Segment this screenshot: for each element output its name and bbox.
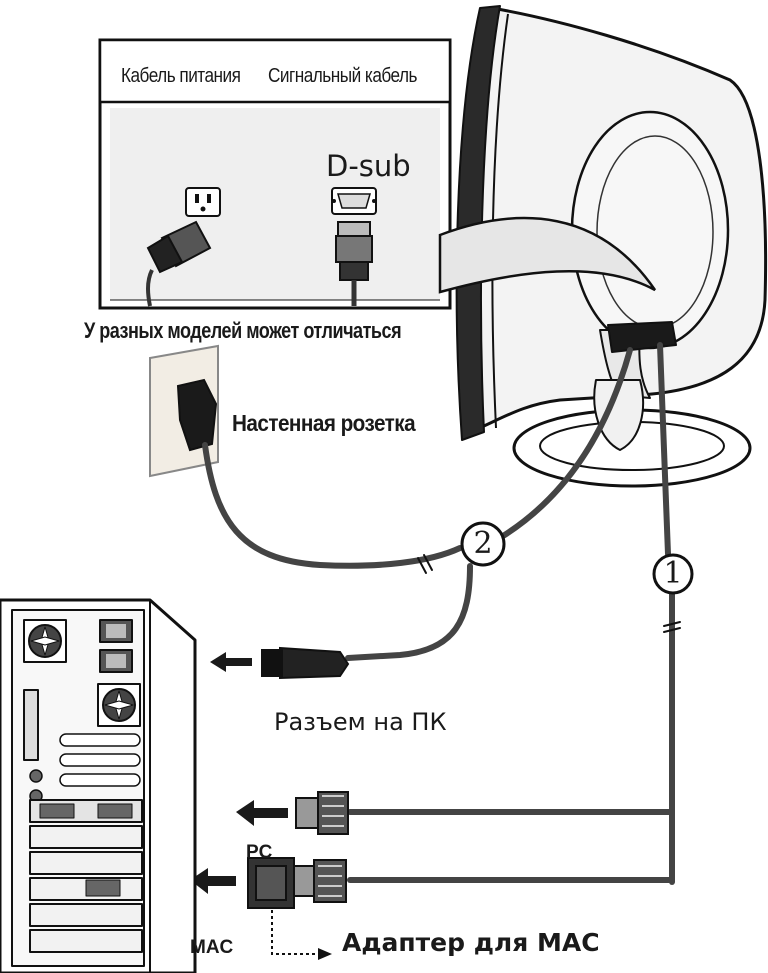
callout-circle-2: [460, 521, 506, 567]
callout-circle-1: [652, 553, 694, 595]
power-plug-icon: [146, 220, 212, 307]
power-cable: [202, 442, 463, 569]
mac-label: MAC: [190, 937, 234, 958]
callout-number-1: 1: [663, 556, 683, 591]
dsub-port-icon: [331, 187, 377, 215]
mac-adapter: [247, 857, 347, 909]
adapter-pointer: [271, 910, 318, 955]
fan-icon: [97, 683, 141, 727]
fan-icon: [23, 619, 67, 663]
pc-label: PC: [246, 842, 273, 863]
dsub-label: D-sub: [326, 149, 411, 183]
pc-dsub-plug: [295, 791, 349, 835]
cables: [202, 342, 681, 885]
arrow-left-mac: [190, 868, 236, 894]
pc-power-cable: [345, 563, 473, 661]
connector-inset: [98, 38, 657, 310]
monitor-rear-disc: [570, 110, 730, 350]
inset-pointer: [438, 216, 657, 294]
power-socket-icon: [185, 187, 221, 217]
arrow-left-power: [210, 652, 252, 672]
arrow-left-pc: [236, 800, 288, 826]
pc-connector-label: Разъем на ПК: [274, 708, 447, 736]
wall-outlet-label: Настенная розетка: [232, 410, 416, 436]
power-connector-plug: [261, 646, 350, 680]
inset-header-signal-cable: Сигнальный кабель: [268, 65, 417, 87]
wall-plug: [176, 378, 218, 452]
callout-number-2: 2: [473, 526, 493, 561]
arrows: [190, 652, 288, 894]
wall-outlet: [149, 344, 219, 478]
dsub-plug-icon: [335, 221, 373, 306]
pc-tower: [0, 598, 197, 973]
signal-cable: [657, 342, 671, 557]
model-variation-note: У разных моделей может отличаться: [84, 318, 402, 343]
inset-header-power-cable: Кабель питания: [121, 65, 241, 87]
mac-adapter-label: Адаптер для MAC: [342, 928, 600, 957]
